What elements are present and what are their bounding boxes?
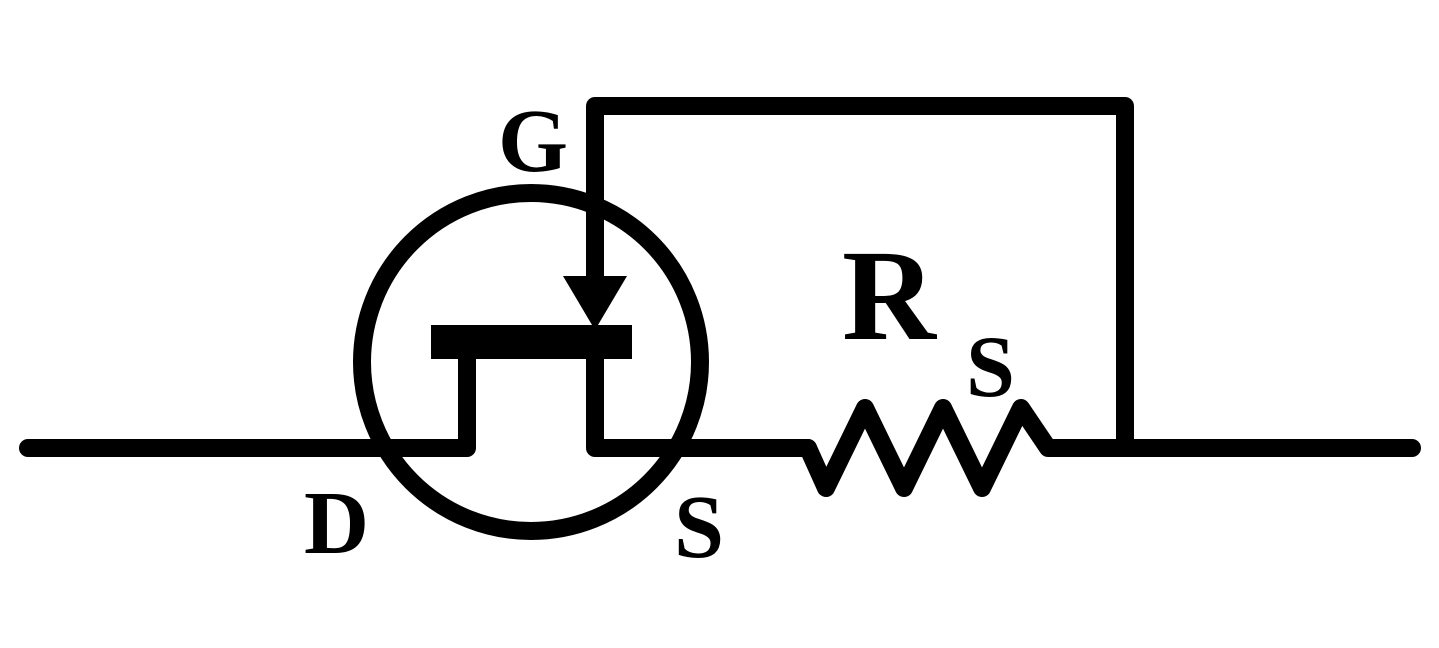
jfet-channel — [361, 341, 709, 457]
resistor-label: R — [842, 224, 938, 368]
jfet-channel-bar — [431, 325, 632, 359]
source-label: S — [674, 478, 724, 577]
gate-label: G — [498, 92, 568, 191]
resistor-zigzag — [799, 399, 1069, 497]
jfet-body-circle — [353, 184, 709, 540]
resistor-subscript-label: S — [966, 319, 1015, 416]
gate-arrow-icon — [563, 276, 627, 330]
gate-lead-wire — [586, 97, 1134, 457]
drain-label: D — [304, 474, 369, 573]
